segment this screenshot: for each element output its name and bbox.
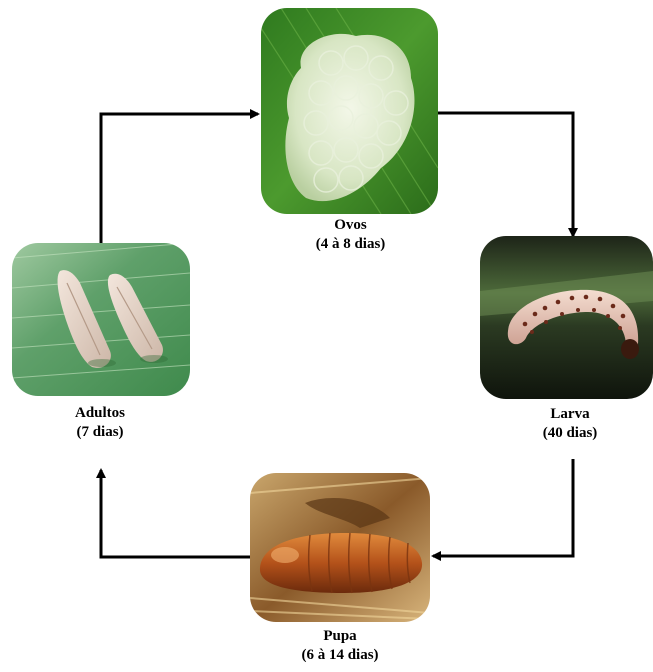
arrow-pupa-to-adultos — [101, 470, 250, 557]
stage-duration-larva: (40 dias) — [500, 424, 640, 443]
stage-duration-adultos: (7 dias) — [30, 423, 170, 442]
stage-duration-pupa: (6 à 14 dias) — [265, 646, 415, 665]
arrow-adultos-to-ovos — [101, 114, 258, 243]
larva-photo — [480, 236, 653, 399]
stage-name-adultos: Adultos — [30, 404, 170, 423]
pupa-photo — [250, 473, 430, 622]
arrow-larva-to-pupa — [433, 459, 573, 556]
caption-pupa: Pupa (6 à 14 dias) — [265, 627, 415, 665]
arrow-ovos-to-larva — [438, 113, 573, 236]
stage-duration-ovos: (4 à 8 dias) — [268, 235, 433, 254]
egg-cluster-photo — [261, 8, 438, 214]
adult-moths-photo — [12, 243, 190, 396]
stage-name-larva: Larva — [500, 405, 640, 424]
stage-name-ovos: Ovos — [268, 216, 433, 235]
caption-ovos: Ovos (4 à 8 dias) — [268, 216, 433, 254]
caption-adultos: Adultos (7 dias) — [30, 404, 170, 442]
caption-larva: Larva (40 dias) — [500, 405, 640, 443]
stage-name-pupa: Pupa — [265, 627, 415, 646]
